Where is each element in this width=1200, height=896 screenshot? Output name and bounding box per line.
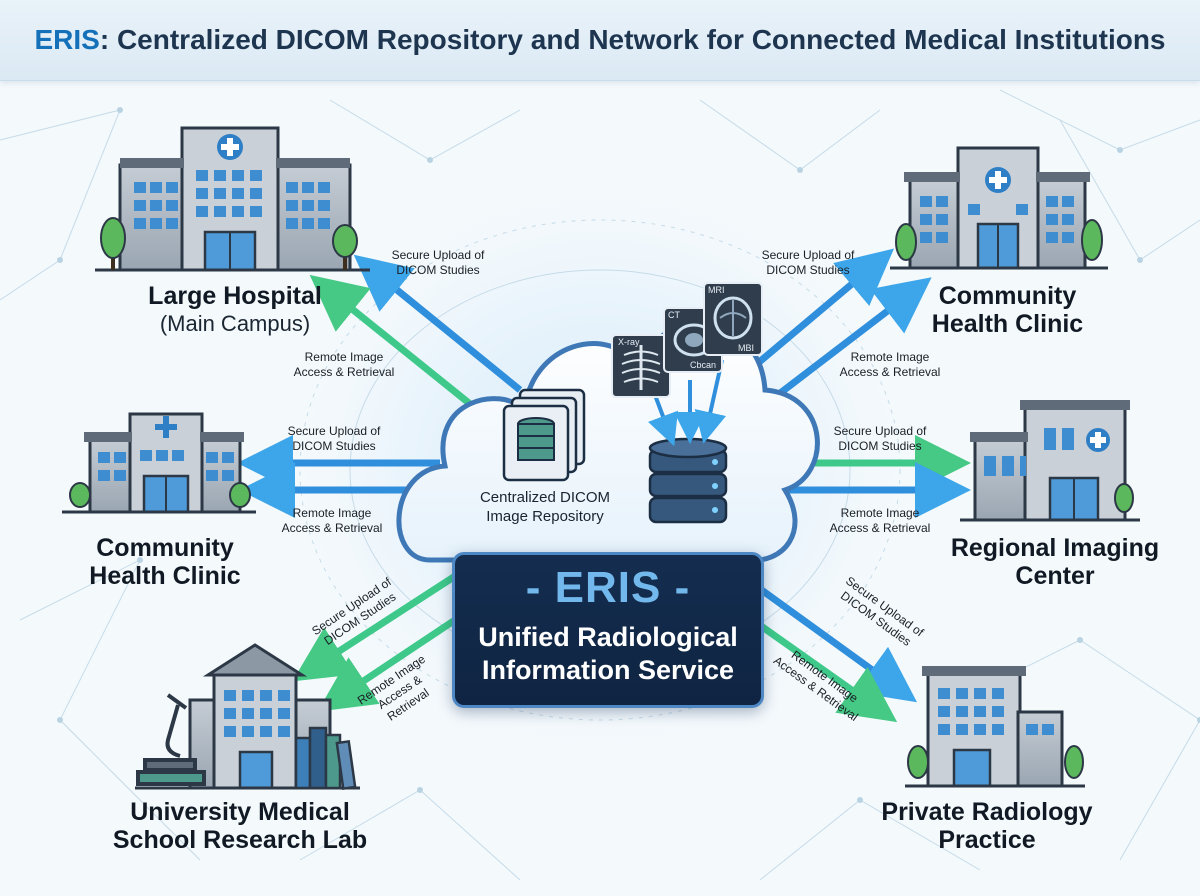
private-radiology-building-icon <box>905 666 1085 788</box>
film-tag-ct: CT <box>668 310 680 320</box>
title-bar: ERIS: Centralized DICOM Repository and N… <box>0 0 1200 81</box>
site-title-line-1: Regional Imaging <box>950 534 1160 562</box>
xray-film-icon <box>611 334 671 398</box>
mri-film-icon <box>703 282 763 356</box>
site-title: Large Hospital <box>148 282 322 310</box>
microscope-icon <box>136 693 206 786</box>
site-name-large-hospital: Large Hospital (Main Campus) <box>110 282 360 338</box>
page-title: ERIS: Centralized DICOM Repository and N… <box>0 24 1200 56</box>
film-tag-mri: MRI <box>708 285 725 295</box>
site-title-line-1: Community <box>96 534 234 562</box>
site-title-line-1: Private Radiology <box>881 798 1093 826</box>
site-title-line-2: School Research Lab <box>112 826 368 854</box>
film-tag-cbcan: Cbcan <box>690 360 717 370</box>
arrow-access-large-hospital <box>309 274 493 423</box>
regional-imaging-building-icon <box>960 400 1140 522</box>
site-title-line-2: Practice <box>938 826 1036 854</box>
site-name-community-clinic-right: Community Health Clinic <box>905 282 1110 338</box>
eris-acronym: - ERIS - <box>525 563 691 612</box>
eris-hub-box: - ERIS - Unified Radiological Informatio… <box>452 552 764 708</box>
large-hospital-building-icon <box>95 126 370 272</box>
site-name-regional-imaging: Regional Imaging Center <box>940 534 1170 590</box>
repository-cards-icon <box>502 388 586 482</box>
university-lab-building-icon <box>135 643 360 790</box>
site-title-line-2: Health Clinic <box>931 310 1084 338</box>
books-icon <box>294 726 357 791</box>
database-icon <box>648 437 728 524</box>
film-tag-mbi: MBI <box>738 343 755 353</box>
community-clinic-left-building-icon <box>62 412 256 514</box>
title-acronym: ERIS <box>34 24 100 55</box>
arrow-upload-large-hospital <box>353 254 523 393</box>
film-tag-xray: X-ray <box>618 337 640 347</box>
site-title-line-2: Health Clinic <box>89 562 241 590</box>
site-name-university-lab: University Medical School Research Lab <box>95 798 385 854</box>
title-text: : Centralized DICOM Repository and Netwo… <box>99 24 1166 55</box>
site-name-community-clinic-left: Community Health Clinic <box>60 534 270 590</box>
arrow-upload-university <box>292 557 482 682</box>
site-title-line-2: Center <box>1015 562 1095 590</box>
eris-full-name: Unified Radiological Information Service <box>478 622 738 685</box>
site-subtitle: (Main Campus) <box>159 311 311 336</box>
site-title-line-1: University Medical <box>130 798 350 826</box>
site-title-line-1: Community <box>938 282 1077 310</box>
repository-label: Centralized DICOM Image Repository <box>479 489 611 525</box>
site-name-private-radiology: Private Radiology Practice <box>862 798 1112 854</box>
community-clinic-right-building-icon <box>890 146 1108 270</box>
tree-icon <box>100 217 358 270</box>
